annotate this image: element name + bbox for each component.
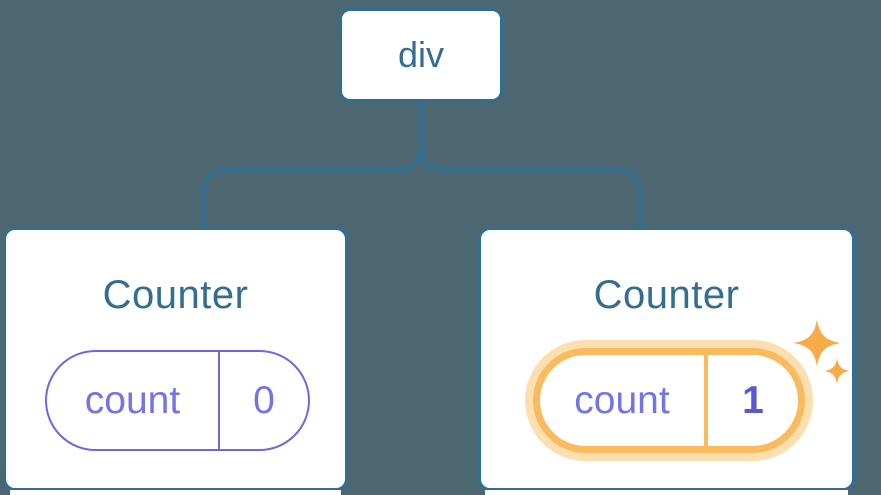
sparkle-icon-small: [824, 358, 850, 384]
counter-right-title: Counter: [593, 273, 740, 317]
sparkle-icon: [793, 319, 850, 384]
state-key-right: count: [540, 355, 708, 446]
state-key-left: count: [47, 352, 220, 449]
state-pill-left: count 0: [45, 350, 310, 451]
connector-left-branch: [201, 100, 423, 228]
state-value-right: 1: [742, 378, 764, 422]
sparkle-icon-large: [793, 319, 841, 367]
root-node-div: div: [339, 8, 503, 102]
counter-card-left: Counter count 0: [3, 227, 348, 495]
counter-card-right: Counter count 1: [478, 227, 855, 495]
counter-left-title: Counter: [102, 273, 249, 317]
connector-right-branch: [419, 100, 642, 228]
root-node-label: div: [397, 34, 445, 75]
state-pill-right-highlighted: count 1: [533, 348, 805, 453]
state-value-left: 0: [253, 378, 275, 422]
